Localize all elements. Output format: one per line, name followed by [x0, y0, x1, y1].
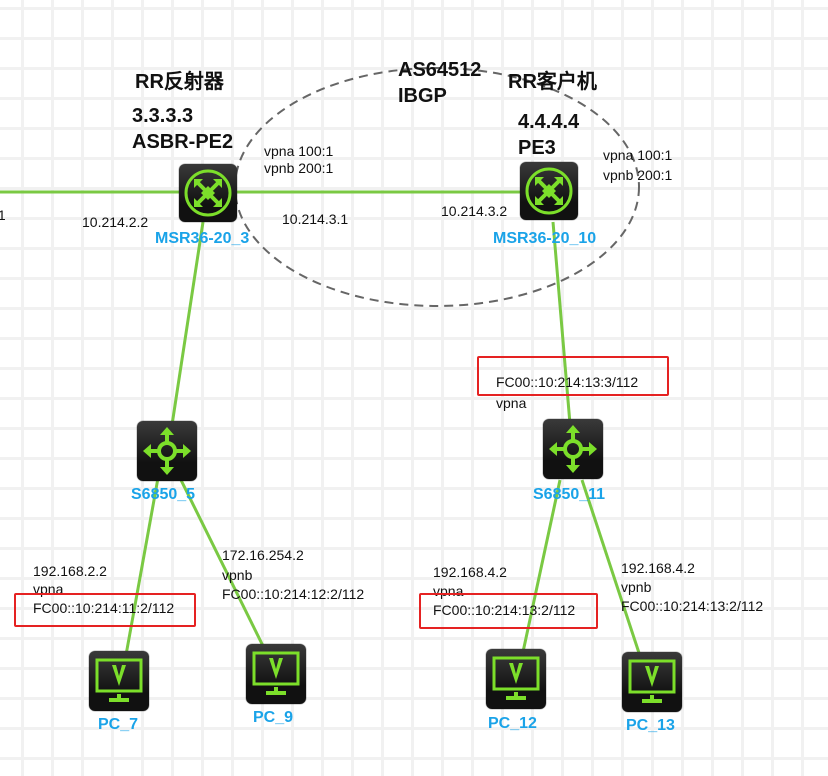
highlight-box-pc7	[14, 593, 196, 627]
ibgp-label: IBGP	[398, 85, 447, 107]
as-number-label: AS64512	[398, 59, 482, 81]
highlight-box-pc12	[419, 593, 598, 629]
pc12-name: PC_12	[488, 715, 537, 732]
pc13-ipv6: FC00::10:214:13:2/112	[621, 598, 764, 614]
link-msr10-to-s6850-11[interactable]	[551, 221, 572, 425]
s11-uplink-vpn: vpna	[496, 395, 527, 411]
pc12-vpn: vpna	[433, 583, 464, 599]
pc-7[interactable]	[89, 651, 149, 711]
pc13-vpn: vpnb	[621, 579, 652, 595]
s11-uplink-ipv6: FC00::10:214:13:3/112	[496, 374, 639, 390]
pc9-ipv6: FC00::10:214:12:2/112	[222, 586, 365, 602]
link-s6850-11-to-pc13[interactable]	[580, 479, 642, 657]
pc9-ipv4: 172.16.254.2	[222, 547, 304, 563]
router-icon	[184, 169, 232, 217]
router-icon	[525, 167, 573, 215]
pc7-name: PC_7	[98, 716, 139, 733]
router-3-role: RR反射器	[135, 71, 224, 93]
pc-12[interactable]	[486, 649, 546, 709]
pc-icon	[628, 659, 676, 703]
router-3-name: MSR36-20_3	[155, 230, 250, 247]
router-10-vpn-rd-a: vpna 100:1	[603, 147, 673, 163]
pc9-vpn: vpnb	[222, 567, 253, 583]
pc-9[interactable]	[246, 644, 306, 704]
router-10-name: MSR36-20_10	[493, 230, 597, 247]
pc12-ipv6: FC00::10:214:13:2/112	[433, 602, 576, 618]
pc7-ipv6: FC00::10:214:11:2/112	[33, 600, 175, 616]
router-3-function: ASBR-PE2	[132, 131, 234, 153]
pc13-name: PC_13	[626, 717, 675, 734]
pc13-ipv4: 192.168.4.2	[621, 560, 695, 576]
pc9-name: PC_9	[253, 709, 294, 726]
pc7-ipv4: 192.168.2.2	[33, 563, 107, 579]
pc-icon	[95, 658, 143, 702]
left-edge-ip: .1	[0, 207, 6, 223]
highlight-box-s11-uplink	[477, 356, 669, 396]
router-10-id: 4.4.4.4	[518, 111, 580, 133]
switch-s6850-11[interactable]	[543, 419, 603, 479]
switch-icon	[143, 427, 191, 475]
router-msr36-20-3[interactable]	[179, 164, 237, 222]
router-3-id: 3.3.3.3	[132, 105, 194, 127]
router-3-west-ip: 10.214.2.2	[82, 214, 149, 230]
link-s6850-5-to-pc9[interactable]	[178, 477, 266, 649]
router-3-east-ip: 10.214.3.1	[282, 211, 349, 227]
router-msr36-20-10[interactable]	[520, 162, 578, 220]
switch-11-name: S6850_11	[533, 486, 606, 503]
switch-icon	[549, 425, 597, 473]
pc-13[interactable]	[622, 652, 682, 712]
router-10-vpn-rd-b: vpnb 200:1	[603, 167, 673, 183]
router-10-west-ip: 10.214.3.2	[441, 203, 508, 219]
link-s6850-5-to-pc7[interactable]	[124, 477, 160, 656]
switch-s6850-5[interactable]	[137, 421, 197, 481]
link-s6850-11-to-pc12[interactable]	[521, 479, 562, 653]
router-10-function: PE3	[518, 137, 556, 159]
link-msr3-to-s6850-5[interactable]	[170, 221, 205, 426]
router-3-vpn-rd-a: vpna 100:1	[264, 143, 334, 159]
router-10-role: RR客户机	[508, 71, 597, 93]
pc-icon	[252, 651, 300, 695]
router-3-vpn-rd-b: vpnb 200:1	[264, 160, 334, 176]
switch-5-name: S6850_5	[131, 486, 196, 503]
pc-icon	[492, 656, 540, 700]
pc12-ipv4: 192.168.4.2	[433, 564, 507, 580]
